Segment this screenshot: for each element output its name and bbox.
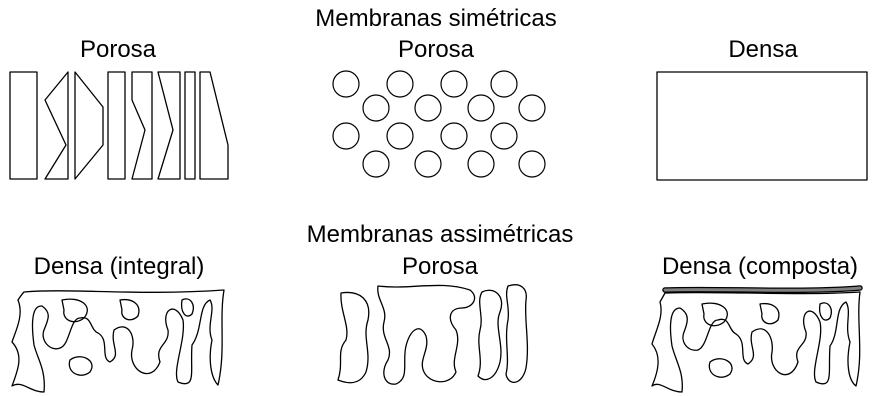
asymmetric-porous-structure bbox=[337, 284, 529, 385]
pore bbox=[362, 150, 390, 178]
pore bbox=[467, 94, 495, 122]
pore bbox=[440, 70, 468, 98]
pore bbox=[386, 122, 414, 150]
pore bbox=[518, 94, 546, 122]
pore bbox=[362, 94, 390, 122]
composite-top-layer bbox=[663, 286, 862, 292]
slab-2 bbox=[44, 71, 69, 180]
slab-8 bbox=[199, 71, 229, 180]
slab-7 bbox=[184, 71, 196, 180]
pore bbox=[490, 122, 518, 150]
symmetric-dense-structure bbox=[656, 71, 868, 181]
slab-5 bbox=[131, 71, 153, 180]
asymmetric-dense-integral-label: Densa (integral) bbox=[33, 253, 205, 280]
pore bbox=[518, 150, 546, 178]
pore bbox=[414, 94, 442, 122]
pore bbox=[467, 150, 495, 178]
symmetric-title: Membranas simétricas bbox=[315, 5, 557, 32]
asymmetric-dense-integral-structure bbox=[11, 289, 225, 393]
pore bbox=[386, 70, 414, 98]
symmetric-porous-cylindrical-structure bbox=[9, 71, 229, 180]
slab-1 bbox=[9, 71, 38, 180]
symmetric-porous-spherical-structure bbox=[332, 70, 546, 178]
pore bbox=[440, 122, 468, 150]
pore bbox=[414, 150, 442, 178]
asymmetric-porous-label: Porosa bbox=[401, 253, 479, 280]
asymmetric-dense-composite-structure bbox=[651, 285, 863, 393]
pore bbox=[490, 70, 518, 98]
symmetric-porous-spherical-label: Porosa bbox=[397, 36, 475, 63]
symmetric-dense-label: Densa bbox=[728, 36, 798, 63]
symmetric-porous-cylindrical-label: Porosa bbox=[79, 36, 157, 63]
pore bbox=[332, 70, 360, 98]
asymmetric-dense-composite-label: Densa (composta) bbox=[661, 253, 859, 280]
slab-3 bbox=[74, 71, 104, 180]
slab-4 bbox=[107, 71, 126, 180]
slab-6 bbox=[157, 71, 181, 180]
asymmetric-title: Membranas assimétricas bbox=[306, 221, 574, 248]
pore bbox=[332, 122, 360, 150]
